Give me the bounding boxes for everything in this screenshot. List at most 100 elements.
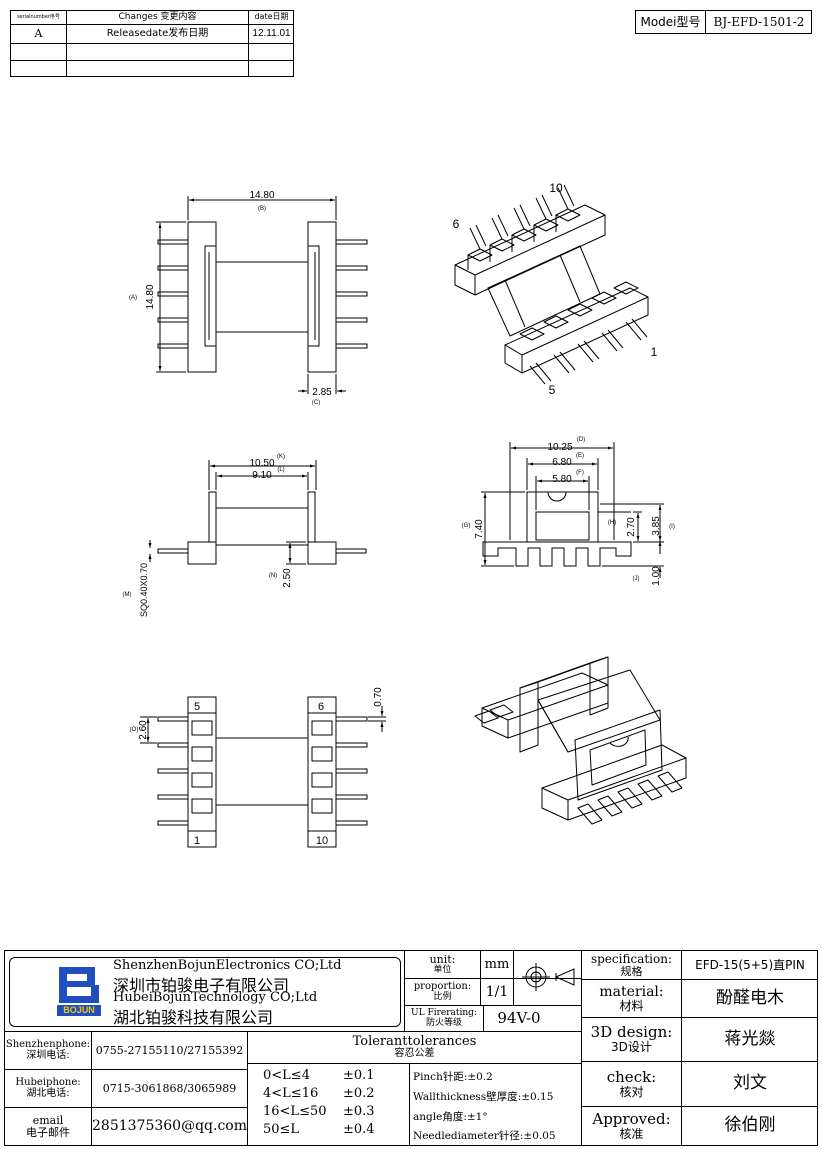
dim-width-ref: (B) (258, 206, 266, 212)
bottom-view (140, 696, 386, 848)
material-label-en: material: (599, 983, 664, 1000)
dim-e-ref: (E) (576, 453, 584, 459)
dim-width: 14.80 (249, 190, 274, 201)
dim-i: 3.85 (651, 516, 662, 536)
dim-l: 9.10 (252, 470, 272, 481)
tolerance-value-1: ±0.1 (343, 1068, 375, 1083)
tolerance-wall: Wallthickness壁厚度:±0.15 (413, 1091, 554, 1103)
header-date: date日期 (254, 12, 289, 22)
bottom-pin-1: 1 (194, 835, 200, 847)
proportion-label: proportion: 比例 (405, 979, 480, 1005)
check-value: 刘文 (733, 1073, 767, 1094)
dim-l-ref: (L) (277, 467, 284, 473)
dim-height: 14.80 (145, 284, 156, 309)
header-changes: Changes 变更内容 (118, 11, 197, 22)
proportion-label-cn: 比例 (433, 991, 452, 1002)
dim-h: 2.70 (626, 517, 637, 537)
iso-pin-6: 6 (453, 217, 460, 231)
unit-label-en: unit: (429, 953, 456, 966)
sz-phone-label: Shenzhenphone: 深圳电话: (5, 1032, 91, 1069)
dim-m: SQ0.40X0.70 (139, 563, 149, 617)
ul-value: 94V-0 (497, 1008, 541, 1027)
company-cn-2: 湖北铂骏科技有限公司 (113, 1008, 274, 1027)
dim-g: 7.40 (474, 519, 485, 539)
tolerance-needle: Needlediameter针径:±0.05 (413, 1130, 556, 1142)
hb-phone-label-cn: 湖北电话: (26, 1087, 70, 1099)
tolerance-pinch: Pinch针距:±0.2 (413, 1071, 493, 1083)
dim-h-ref: (H) (608, 520, 616, 526)
side-view (148, 460, 367, 565)
tolerance-range-1: 0<L≤4 (263, 1068, 310, 1083)
unit-value: mm (484, 956, 510, 972)
model-value: BJ-EFD-1501-2 (713, 14, 805, 29)
spec-label-en: specification: (590, 951, 673, 966)
tolerance-range-2: 4<L≤16 (263, 1086, 319, 1101)
sz-phone-label-en: Shenzhenphone: (5, 1039, 91, 1050)
check-label-cn: 核对 (619, 1084, 644, 1099)
material-label: material: 材料 (582, 980, 681, 1017)
company-cn-1: 深圳市铂骏电子有限公司 (113, 976, 290, 995)
bottom-pin-10: 10 (316, 835, 328, 847)
unit-label-cn: 单位 (433, 964, 452, 975)
design-label-cn: 3D设计 (611, 1040, 652, 1055)
email-label-cn: 电子邮件 (26, 1125, 70, 1139)
title-block: BOJUN ShenzhenBojunElectronics CO;Ltd 深圳… (4, 950, 818, 1146)
email-label: email 电子邮件 (5, 1108, 91, 1145)
tolerance-angle: angle角度:±1° (413, 1111, 488, 1123)
approved-label: Approved: 核准 (582, 1107, 681, 1145)
ul-label-cn: 防火等级 (425, 1017, 462, 1028)
ul-label-en: UL Firerating: (411, 1008, 477, 1019)
header-serial: serialnumber序号 (16, 13, 61, 20)
tolerance-value-2: ±0.2 (343, 1086, 375, 1101)
iso-pin-5: 5 (549, 383, 556, 397)
approved-label-cn: 核准 (619, 1126, 644, 1141)
email-value: 2851375360@qq.com (92, 1118, 247, 1135)
dim-g-ref: (G) (462, 523, 471, 529)
company-box (9, 957, 401, 1027)
row1-change: Releasedate发布日期 (106, 27, 209, 39)
hb-phone-label: Hubeiphone: 湖北电话: (5, 1070, 91, 1107)
logo-text: BOJUN (63, 1005, 95, 1015)
bojun-logo: BOJUN (57, 965, 101, 1017)
email-label-en: email (32, 1113, 64, 1127)
unit-label: unit: 单位 (405, 951, 480, 978)
model-box: Modei型号 BJ-EFD-1501-2 (635, 10, 812, 34)
technical-drawing: 14.80 (B) 14.80 (A) 2.85 (C) 10 6 1 5 10… (123, 181, 687, 848)
dim-d-ref: (D) (577, 437, 585, 443)
dim-f: 5.80 (552, 474, 572, 485)
tolerance-title: Toleranttolerances 容忍公差 (248, 1032, 581, 1063)
dim-k-ref: (K) (277, 454, 285, 460)
material-value: 酚醛电木 (716, 987, 784, 1008)
sz-phone-label-cn: 深圳电话: (26, 1049, 70, 1061)
ul-label: UL Firerating: 防火等级 (405, 1006, 483, 1031)
proportion-value: 1/1 (485, 983, 509, 1000)
design-value: 蒋光燚 (724, 1028, 776, 1049)
approved-value: 徐伯刚 (724, 1115, 776, 1136)
revision-table: serialnumber序号 Changes 变更内容 date日期 A Rel… (10, 10, 294, 77)
dim-height-ref: (A) (129, 295, 137, 301)
row1-serial: A (34, 27, 43, 41)
check-label-en: check: (606, 1067, 657, 1086)
row1-date: 12.11.01 (252, 27, 291, 39)
dim-flange: 2.85 (312, 387, 332, 398)
design-label: 3D design: 3D设计 (582, 1018, 681, 1061)
company-en-1: ShenzhenBojunElectronics CO;Ltd (113, 958, 342, 973)
tolerance-title-cn: 容忍公差 (394, 1048, 435, 1060)
dim-d: 10.25 (547, 442, 572, 453)
top-view (156, 196, 368, 394)
tolerance-range-4: 50≤L (263, 1122, 300, 1137)
dim-o-ref: (O) (130, 727, 139, 733)
dim-m-ref: (M) (123, 592, 132, 598)
iso-pin-1: 1 (651, 345, 658, 359)
material-label-cn: 材料 (619, 998, 644, 1013)
dim-f-ref: (F) (576, 470, 584, 476)
approved-label-en: Approved: (592, 1109, 671, 1128)
bottom-pin-6: 6 (318, 701, 324, 713)
bottom-pin-5: 5 (194, 701, 200, 713)
dim-n: 2.50 (282, 568, 293, 588)
dim-flange-ref: (C) (312, 400, 320, 406)
spec-value: EFD-15(5+5)直PIN (695, 957, 805, 972)
projection-symbol-icon (514, 951, 581, 1005)
design-label-en: 3D design: (590, 1023, 673, 1042)
company-en-2: HubeiBojunTechnology CO;Ltd (113, 990, 318, 1005)
